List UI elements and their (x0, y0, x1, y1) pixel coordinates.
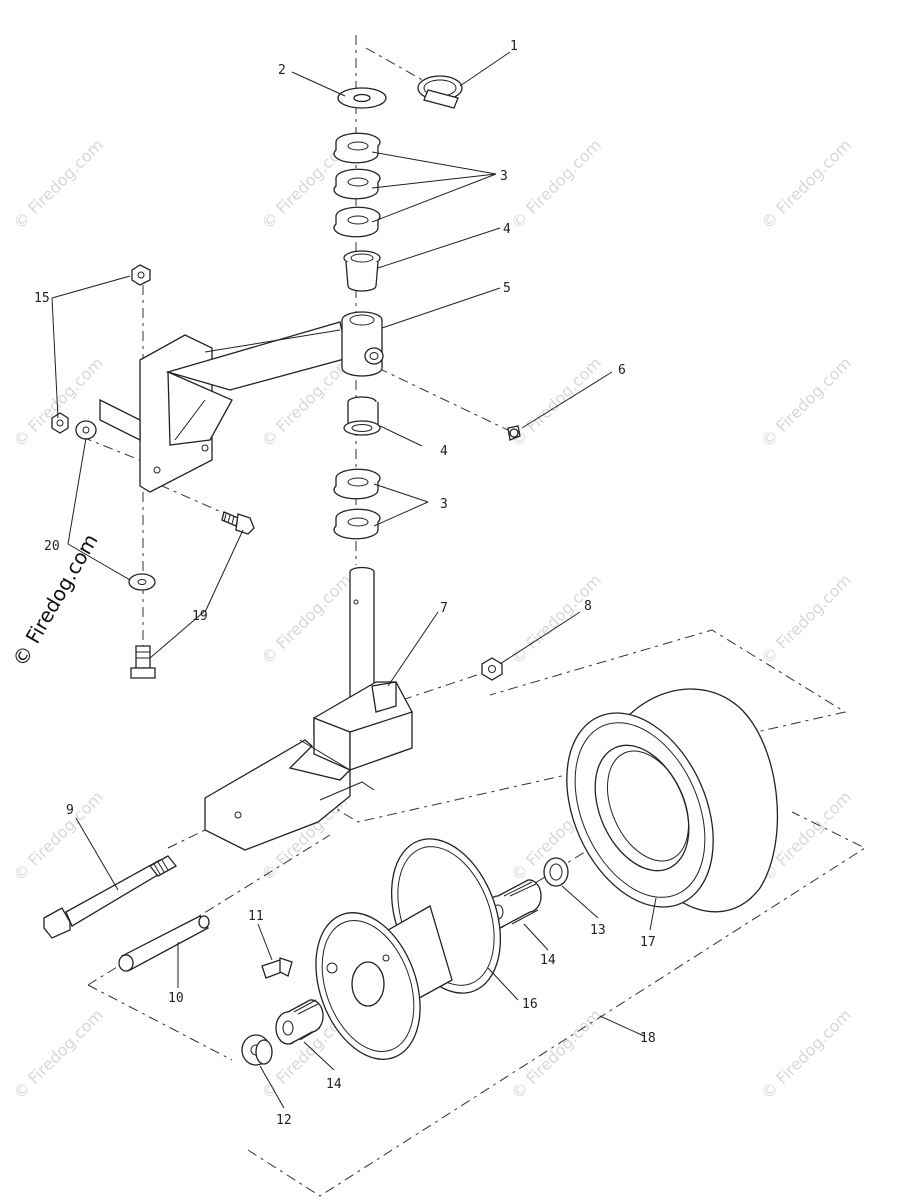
part-19-bolts (130, 511, 255, 679)
part-16-wheel-hub (315, 838, 502, 1060)
callout-5: 5 (503, 281, 511, 296)
callout-4: 4 (503, 222, 511, 237)
part-10-spacer-tube (118, 915, 210, 972)
callout-4: 4 (440, 444, 448, 459)
callout-20: 20 (44, 539, 60, 554)
part-15-nuts (51, 264, 151, 434)
part-9-axle-bolt (43, 855, 177, 939)
callout-3: 3 (440, 497, 448, 512)
watermark: © Firedog.com (507, 353, 605, 451)
part-7-caster-fork (204, 566, 413, 851)
callout-10: 10 (168, 991, 184, 1006)
callout-14: 14 (540, 953, 556, 968)
callout-13: 13 (590, 923, 606, 938)
callout-12: 12 (276, 1113, 292, 1128)
part-3-spacers-lower (333, 468, 381, 540)
callout-18: 18 (640, 1031, 656, 1046)
leader-lines (51, 51, 657, 1109)
part-2-washer (337, 87, 387, 109)
callout-16: 16 (522, 997, 538, 1012)
callout-14: 14 (326, 1077, 342, 1092)
callout-3: 3 (500, 169, 508, 184)
part-4-bushing-lower (343, 396, 381, 436)
callout-2: 2 (278, 63, 286, 78)
callout-1: 1 (510, 39, 518, 54)
callout-7: 7 (440, 601, 448, 616)
watermark: © Firedog.com (9, 1005, 107, 1103)
callout-labels: 1 2 3 4 5 6 4 3 7 8 15 20 19 9 10 11 12 … (34, 39, 656, 1128)
callout-11: 11 (248, 909, 264, 924)
part-4-bushing-upper (343, 250, 381, 292)
watermark: © Firedog.com (507, 1005, 605, 1103)
part-12-spacer (241, 1034, 273, 1066)
watermark: © Firedog.com (757, 570, 855, 668)
callout-8: 8 (584, 599, 592, 614)
watermark: © Firedog.com (757, 135, 855, 233)
watermark: © Firedog.com (757, 353, 855, 451)
callout-19: 19 (192, 609, 208, 624)
part-8-nut (481, 657, 503, 681)
part-3-spacers-upper (333, 132, 381, 238)
watermark: © Firedog.com (9, 787, 107, 885)
part-6-grease-fitting (507, 425, 521, 441)
watermark: © Firedog.com (757, 1005, 855, 1103)
part-17-tire (566, 688, 779, 913)
part-14-bearing-left (275, 999, 324, 1045)
watermark: © Firedog.com (9, 135, 107, 233)
part-1-clip (417, 75, 463, 109)
watermark: © Firedog.com (507, 570, 605, 668)
part-5-caster-arm (99, 311, 384, 493)
part-13-seal (543, 857, 569, 887)
part-20-washers (75, 420, 156, 591)
watermark: © Firedog.com (257, 570, 355, 668)
callout-9: 9 (66, 803, 74, 818)
watermark: © Firedog.com (507, 135, 605, 233)
callout-15: 15 (34, 291, 50, 306)
callout-6: 6 (618, 363, 626, 378)
callout-17: 17 (640, 935, 656, 950)
part-11-grease-fitting (261, 957, 293, 979)
